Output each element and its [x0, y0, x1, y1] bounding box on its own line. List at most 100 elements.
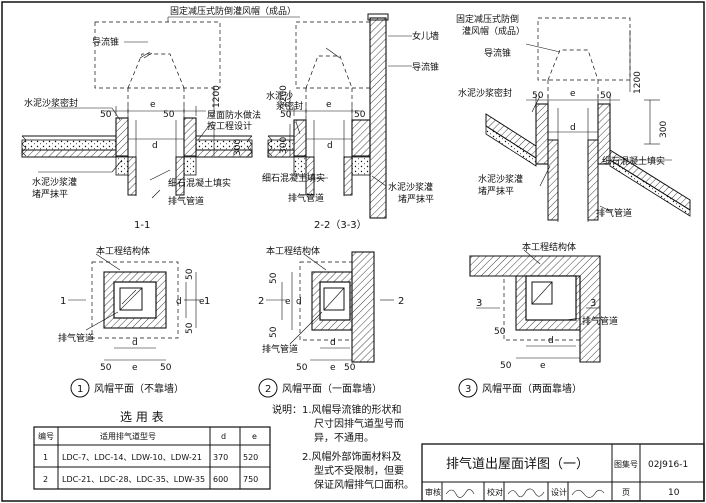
s3-dim-50b: 50	[600, 91, 612, 101]
s3-dim-1200: 1200	[633, 71, 643, 94]
s3-cap-label-2: 灌风帽（成品）	[462, 25, 525, 37]
p1-dim-d-v: d	[176, 297, 182, 307]
s1-exhaust-pipe: 排气管道	[168, 195, 204, 207]
p3-exhaust-pipe: 排气管道	[582, 315, 618, 327]
s2-fine-stone: 细石混凝土填实	[262, 172, 325, 184]
plan-3	[469, 249, 601, 363]
review-label: 审核	[425, 487, 441, 497]
table-header-model: 适用排气道型号	[100, 431, 156, 441]
p3-caption-no: 3	[465, 384, 471, 395]
p3-dim-d-h: d	[548, 336, 554, 346]
s1-roof-waterproof-1: 屋面防水做法	[207, 109, 261, 121]
p2-dim-50a: 50	[296, 363, 308, 373]
s2-mortar-fill-2: 堵严抹平	[398, 193, 434, 205]
note-line4: 2.风帽外部饰面材料及	[302, 450, 402, 463]
table-header-d: d	[221, 432, 226, 441]
p2-dim-50d: 50	[269, 326, 279, 338]
s2-dim-50b: 50	[354, 110, 366, 120]
p1-caption-circle	[70, 378, 90, 398]
p1-caption: 风帽平面（不靠墙）	[94, 382, 184, 395]
s1-mortar-fill-1: 水泥沙浆灌	[32, 176, 77, 188]
section-1-1	[21, 16, 300, 199]
table-row1-e: 520	[243, 453, 258, 462]
p1-caption-no: 1	[77, 384, 83, 395]
p3-dim-50a: 50	[494, 327, 506, 337]
section-3	[485, 17, 691, 222]
s2-guide-cone: 导流锥	[412, 61, 439, 73]
page-no: 10	[668, 488, 680, 498]
p2-structure: 本工程结构体	[266, 245, 320, 257]
design-label: 设计	[551, 487, 567, 497]
s2-title: 2-2（3-3）	[314, 219, 367, 231]
s3-cap-label-1: 固定减压式防倒	[456, 13, 519, 25]
table-row1-d: 370	[213, 453, 228, 462]
p1-structure: 本工程结构体	[96, 245, 150, 257]
s2-exhaust-pipe: 排气管道	[288, 192, 324, 204]
p1-dim-50c: 50	[185, 268, 195, 280]
s3-dim-d: d	[570, 123, 576, 133]
s3-dim-300: 300	[659, 121, 669, 138]
s1-dim-d: d	[152, 141, 158, 151]
p1-dim-50a: 50	[100, 363, 112, 373]
p2-exhaust-pipe: 排气管道	[262, 343, 298, 355]
note-line5: 型式不受限制，但要	[314, 464, 404, 477]
selection-table	[33, 426, 271, 490]
s1-mortar-fill-2: 堵严抹平	[32, 188, 68, 200]
p3-dim-50b: 50	[500, 361, 512, 371]
p3-dim-e-h: e	[540, 361, 546, 371]
s2-dim-d: d	[327, 141, 333, 151]
s3-mortar-seal: 水泥沙浆密封	[458, 87, 512, 99]
check-signature	[507, 488, 545, 498]
p2-dim-50c: 50	[269, 272, 279, 284]
p2-caption-no: 2	[265, 384, 271, 395]
note-line1: 说明：1.风帽导流锥的形状和	[272, 403, 402, 416]
s2-dim-1200: 1200	[279, 85, 289, 108]
note-line6: 保证风帽排气口面积。	[314, 478, 414, 491]
p1-dim-e-v: e	[199, 297, 205, 307]
s1-dim-50a: 50	[100, 110, 112, 120]
p1-dim-50d: 50	[185, 322, 195, 334]
p2-cut-left: 2	[258, 296, 264, 307]
s3-dim-50a: 50	[532, 91, 544, 101]
s1-cap-label: 固定减压式防倒灌风帽（成品）	[170, 5, 296, 17]
table-row1-no: 1	[43, 453, 48, 462]
s3-dim-e: e	[570, 89, 576, 99]
drawing-title: 排气道出屋面详图（一）	[446, 456, 589, 472]
s3-mortar-fill-1: 水泥沙浆灌	[478, 173, 523, 185]
s1-mortar-seal: 水泥沙浆密封	[24, 97, 78, 109]
s2-dim-50a: 50	[280, 110, 292, 120]
p2-dim-d-v: d	[296, 297, 302, 307]
s3-fine-stone: 细石混凝土填实	[602, 155, 665, 167]
s1-roof-waterproof-2: 按工程设计	[207, 120, 252, 132]
p2-dim-d-h: d	[330, 338, 336, 348]
s3-guide-cone: 导流锥	[484, 47, 511, 59]
review-signature	[445, 489, 475, 498]
table-row2-d: 600	[213, 475, 228, 484]
s1-dim-e: e	[150, 100, 156, 110]
s1-dim-1200: 1200	[212, 85, 222, 108]
p2-dim-50b: 50	[344, 363, 356, 373]
s1-dim-300: 300	[233, 139, 243, 156]
p3-structure: 本工程结构体	[522, 241, 576, 253]
p3-cut-left: 3	[476, 298, 482, 309]
p3-caption: 风帽平面（两面靠墙）	[482, 382, 582, 395]
p2-caption: 风帽平面（一面靠墙）	[282, 382, 382, 395]
p2-caption-circle	[258, 378, 278, 398]
plan-1	[68, 253, 200, 361]
s2-parapet: 女儿墙	[412, 30, 439, 42]
page-label: 页	[622, 488, 630, 497]
p1-cut-left: 1	[60, 296, 66, 307]
s1-fine-stone: 细石混凝土填实	[168, 177, 231, 189]
s2-mortar-fill-1: 水泥沙浆灌	[388, 181, 433, 193]
s2-dim-e: e	[326, 100, 332, 110]
table-row2-e: 750	[243, 475, 258, 484]
atlas-no: 02J916-1	[648, 460, 688, 470]
p3-caption-circle	[458, 378, 478, 398]
check-label: 校对	[487, 487, 503, 497]
table-row1-model: LDC-7、LDC-14、LDW-10、LDW-21	[62, 453, 202, 462]
note-line2: 尺寸因排气道型号而	[314, 417, 404, 430]
table-row2-model: LDC-21、LDC-28、LDC-35、LDW-35	[62, 475, 205, 484]
p1-dim-d-h: d	[132, 338, 138, 348]
note-line3: 异，不通用。	[314, 432, 374, 444]
section-2-2	[267, 13, 412, 219]
